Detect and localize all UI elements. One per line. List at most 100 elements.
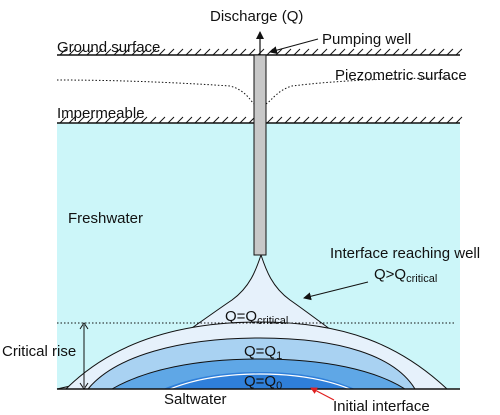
hatch-mark [329, 116, 337, 124]
hatch-mark [410, 48, 418, 56]
q-equals-qcritical-label: Q=Qcritical [225, 308, 288, 327]
hatch-mark [113, 48, 121, 56]
hatch-mark [302, 116, 310, 124]
hatch-mark [428, 116, 436, 124]
hatch-mark [455, 116, 463, 124]
hatch-mark [257, 48, 265, 56]
q-greater-qcritical-main: Q>Q [374, 266, 406, 283]
hatch-mark [356, 48, 364, 56]
hatch-mark [221, 48, 229, 56]
hatch-mark [230, 116, 238, 124]
hatch-mark [185, 48, 193, 56]
hatch-mark [122, 48, 130, 56]
hatch-mark [68, 48, 76, 56]
hatch-mark [212, 48, 220, 56]
hatch-mark [113, 116, 121, 124]
hatch-mark [284, 48, 292, 56]
q-greater-qcritical-sub: critical [406, 273, 437, 285]
hatch-mark [329, 48, 337, 56]
hatch-mark [419, 48, 427, 56]
hatch-mark [437, 116, 445, 124]
hatch-mark [68, 116, 76, 124]
hatch-mark [356, 116, 364, 124]
hatch-mark [230, 48, 238, 56]
hatch-mark [149, 116, 157, 124]
hatch-mark [194, 116, 202, 124]
hatch-mark [158, 116, 166, 124]
q-equals-qcritical-main: Q=Q [225, 308, 257, 325]
hatch-mark [104, 116, 112, 124]
hatch-mark [302, 48, 310, 56]
initial-interface-zone [163, 372, 355, 389]
ground-surface-hatching [57, 48, 463, 56]
interface-reaching-well-label: Interface reaching well [330, 245, 480, 262]
saltwater-label: Saltwater [164, 391, 227, 408]
hatch-mark [383, 116, 391, 124]
hatch-mark [365, 116, 373, 124]
q-equals-q0-label: Q=Q0 [244, 373, 282, 392]
hatch-mark [59, 116, 67, 124]
hatch-mark [392, 116, 400, 124]
hatch-mark [320, 116, 328, 124]
ground-surface-label: Ground surface [57, 39, 160, 56]
initial-interface-label: Initial interface [333, 398, 430, 415]
hatch-mark [320, 48, 328, 56]
hatch-mark [239, 48, 247, 56]
hatch-mark [176, 48, 184, 56]
hatch-mark [95, 48, 103, 56]
hatch-mark [437, 48, 445, 56]
hatch-mark [77, 116, 85, 124]
hatch-mark [284, 116, 292, 124]
hatch-mark [311, 48, 319, 56]
hatch-mark [86, 116, 94, 124]
pumping-well-pointer [269, 38, 319, 55]
hatch-mark [122, 116, 130, 124]
q-equals-q1-main: Q=Q [244, 343, 276, 360]
hatch-mark [311, 116, 319, 124]
hatch-mark [428, 48, 436, 56]
hatch-mark [347, 116, 355, 124]
hatch-mark [401, 116, 409, 124]
hatch-mark [185, 116, 193, 124]
hatch-mark [374, 48, 382, 56]
hatch-mark [266, 116, 274, 124]
q-equals-q0-main: Q=Q [244, 373, 276, 390]
initial-interface-pointer [310, 387, 335, 401]
hatch-mark [365, 48, 373, 56]
hatch-mark [203, 48, 211, 56]
interface-reaching-well-pointer [303, 281, 369, 301]
hatch-mark [95, 116, 103, 124]
hatch-mark [221, 116, 229, 124]
hatch-mark [410, 116, 418, 124]
piezometric-surface-curve [56, 77, 461, 105]
hatch-mark [293, 116, 301, 124]
hatch-mark [149, 48, 157, 56]
hatch-mark [59, 48, 67, 56]
hatch-mark [275, 116, 283, 124]
hatch-mark [140, 48, 148, 56]
hatch-mark [131, 48, 139, 56]
q-equals-q1-sub: 1 [276, 350, 282, 362]
hatch-mark [383, 48, 391, 56]
hatch-mark [239, 116, 247, 124]
hatch-mark [167, 48, 175, 56]
hatch-mark [194, 48, 202, 56]
hatch-mark [455, 48, 463, 56]
hatch-mark [374, 116, 382, 124]
hatch-mark [446, 116, 454, 124]
hatch-mark [212, 116, 220, 124]
hatch-mark [338, 116, 346, 124]
hatch-mark [347, 48, 355, 56]
hatch-mark [203, 116, 211, 124]
hatch-mark [167, 116, 175, 124]
critical-rise-label: Critical rise [2, 343, 76, 360]
hatch-mark [140, 116, 148, 124]
discharge-label: Discharge (Q) [210, 8, 303, 25]
hatch-mark [401, 48, 409, 56]
hatch-mark [131, 116, 139, 124]
hatch-mark [104, 48, 112, 56]
hatch-mark [338, 48, 346, 56]
piezometric-surface-label: Piezometric surface [335, 67, 467, 84]
hatch-mark [158, 48, 166, 56]
